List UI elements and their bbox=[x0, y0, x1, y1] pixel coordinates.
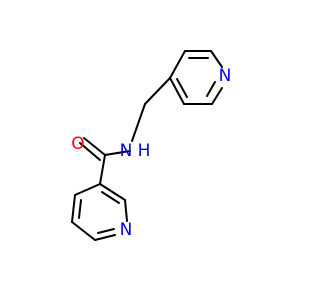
bond-ring1-ch2 bbox=[144, 77, 171, 105]
bond-ring2-c2-c3-inner bbox=[78, 199, 82, 219]
atom-labels: N N H O N bbox=[71, 66, 231, 240]
atom-label-pyridyl-n-bottom: N bbox=[120, 220, 133, 240]
bond-ring2-c4-n-inner bbox=[97, 228, 115, 234]
atom-label-pyridyl-n-top: N bbox=[219, 66, 232, 86]
bond-ring1-n-c4-inner bbox=[206, 81, 216, 97]
bond-ring1-c5-c1 bbox=[169, 77, 185, 105]
bond-ring2-c4-n bbox=[94, 234, 116, 241]
bond-ring2-c2-c3 bbox=[71, 194, 76, 223]
bond-ring1-n-c4 bbox=[211, 87, 223, 105]
bond-ring1-c3-n bbox=[210, 50, 223, 68]
bond-ring1-c1-c2 bbox=[169, 50, 186, 79]
bond-ring2-c5-c1 bbox=[99, 183, 126, 201]
atom-label-amide-n: N bbox=[120, 141, 133, 161]
bond-ring1-c5-c1-inner bbox=[176, 78, 188, 98]
bond-ring2-c5-c1-inner bbox=[101, 191, 120, 204]
bond-ring2-c1-c2 bbox=[74, 183, 101, 196]
atom-label-amide-h: H bbox=[138, 141, 151, 161]
bond-carbonyl-o-double bbox=[79, 142, 101, 161]
molecule-structure-diagram: N N H O N bbox=[71, 50, 231, 241]
bond-carbonyl-o bbox=[83, 137, 106, 156]
bond-ring2-c3-c4 bbox=[71, 221, 96, 241]
bonds bbox=[71, 50, 223, 241]
bond-carbonyl-ring2 bbox=[99, 154, 106, 185]
bond-amide-n-carbonyl bbox=[104, 150, 131, 156]
bond-ch2-amide-n bbox=[131, 103, 146, 142]
bond-ring2-n-c5 bbox=[124, 199, 128, 222]
atom-label-carbonyl-o: O bbox=[71, 134, 84, 154]
